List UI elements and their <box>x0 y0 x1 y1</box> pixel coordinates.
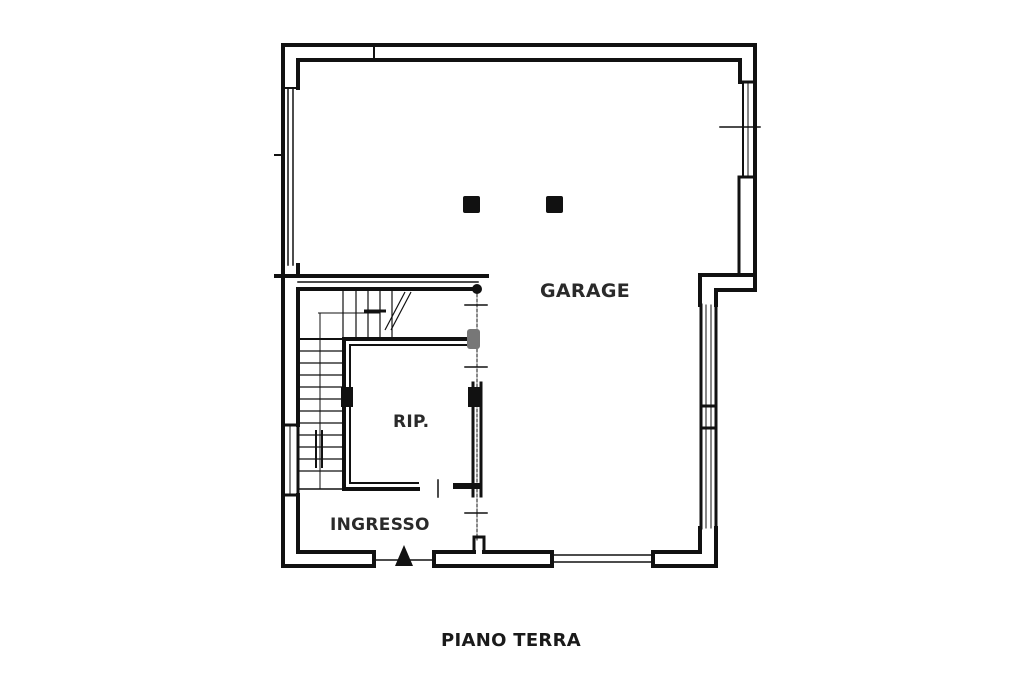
entrance-arrow-icon <box>395 545 413 566</box>
staircase <box>298 289 412 490</box>
room-label-ingresso: INGRESSO <box>330 515 430 535</box>
columns <box>341 196 563 407</box>
floor-title: PIANO TERRA <box>441 630 581 651</box>
room-label-ripostiglio: RIP. <box>393 412 430 432</box>
walls <box>274 43 761 568</box>
room-label-garage: GARAGE <box>540 280 631 302</box>
